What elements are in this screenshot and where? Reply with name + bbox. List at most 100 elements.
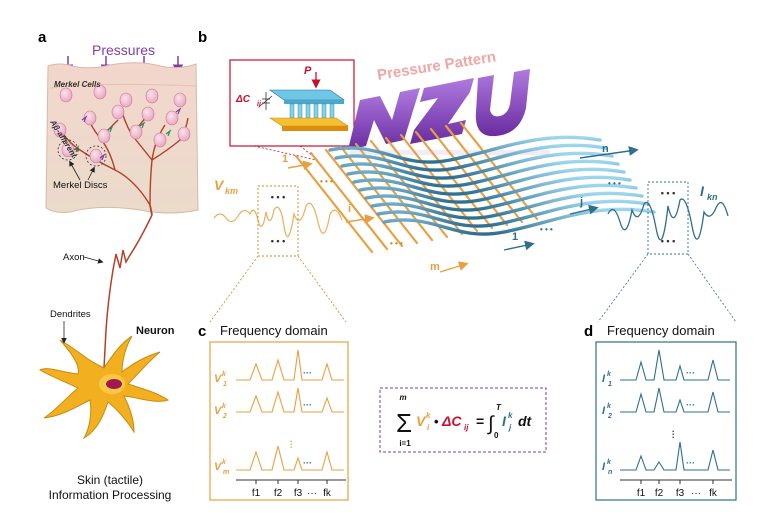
svg-text:k: k (607, 403, 612, 410)
index-1-output: 1 (512, 231, 518, 243)
svg-text:···: ··· (307, 488, 317, 499)
merkel-cells (53, 84, 191, 164)
svg-text:V: V (416, 413, 427, 429)
sensor-unit (269, 89, 349, 131)
svg-text:I: I (602, 405, 606, 417)
neuron-label: Neuron (136, 325, 175, 337)
skin-block (45, 62, 199, 214)
svg-text:m: m (223, 469, 229, 476)
freq-right-row-1: I k 1 ··· (602, 349, 730, 388)
svg-text:i=1: i=1 (399, 439, 411, 448)
freq-left-row-m: V k m ··· (214, 445, 344, 476)
svg-text:k: k (222, 403, 227, 410)
output-waveform (607, 198, 729, 241)
svg-text:• • •: • • • (390, 239, 403, 248)
index-n-output: n (602, 143, 609, 155)
svg-text:k: k (607, 459, 612, 466)
svg-text:• • •: • • • (320, 177, 333, 186)
merkel-discs-label: Merkel Discs (53, 180, 108, 191)
svg-text:m: m (399, 393, 406, 402)
svg-text:k: k (222, 371, 227, 378)
svg-text:···: ··· (286, 440, 296, 449)
panel-a: a Pressures (38, 29, 199, 502)
svg-text:k: k (426, 411, 431, 420)
dendrites-label: Dendrites (50, 309, 91, 320)
capacitor-icon (259, 92, 273, 110)
svg-text:f2: f2 (274, 488, 283, 499)
svg-text:f2: f2 (655, 488, 664, 499)
freq-right-box (595, 341, 737, 501)
panel-label-c: c (198, 323, 206, 340)
index-i-input: i (348, 203, 351, 215)
svg-text:f3: f3 (294, 488, 303, 499)
index-1-input: 1 (282, 153, 288, 165)
freq-right-row-n: I k n ··· (602, 441, 730, 476)
panel-label-d: d (584, 323, 593, 340)
pressure-p-label: P (304, 65, 312, 77)
svg-text:• • •: • • • (540, 225, 553, 234)
svg-text:ij: ij (464, 423, 469, 432)
svg-text:• • •: • • • (608, 179, 621, 188)
svg-text:i: i (427, 423, 430, 432)
svg-text:V: V (214, 373, 223, 385)
svg-text:···: ··· (686, 368, 695, 378)
i-kn-label: I (700, 183, 705, 199)
freq-right-title: Frequency domain (607, 323, 715, 338)
svg-text:k: k (222, 459, 227, 466)
caption-line1: Skin (tactile) (77, 473, 143, 487)
axon (103, 214, 153, 369)
v-km-subscript: km (225, 186, 238, 196)
svg-text:···: ··· (303, 458, 312, 468)
panel-d: d Frequency domain I k 1 ··· I k 2 ··· ·… (584, 323, 737, 501)
svg-text:dt: dt (518, 413, 533, 429)
merkel-cells-label: Merkel Cells (54, 80, 101, 89)
svg-text:fk: fk (709, 488, 718, 499)
sum-symbol: Σ (396, 408, 412, 438)
panel-c: c Frequency domain V k 1 ··· V k 2 ··· ·… (198, 323, 349, 501)
svg-text:f1: f1 (252, 488, 261, 499)
svg-text:I: I (502, 413, 507, 429)
svg-text:• • •: • • • (271, 236, 285, 246)
svg-text:k: k (607, 371, 612, 378)
input-zoom-box (257, 185, 299, 257)
svg-text:0: 0 (494, 431, 499, 440)
svg-text:fk: fk (323, 488, 332, 499)
output-zoom-box (647, 181, 689, 255)
svg-text:n: n (608, 469, 612, 476)
svg-text:···: ··· (686, 400, 695, 410)
svg-text:I: I (602, 461, 606, 473)
svg-text:f1: f1 (637, 488, 646, 499)
svg-text:=: = (476, 413, 484, 429)
i-kn-subscript: kn (707, 192, 718, 202)
svg-text:···: ··· (303, 368, 312, 378)
equation-box: Σ m i=1 V k i • ΔC ij = ∫ T 0 I k j dt (379, 387, 547, 453)
svg-text:• • •: • • • (271, 192, 285, 202)
svg-text:···: ··· (668, 430, 678, 439)
freq-left-title: Frequency domain (220, 323, 328, 338)
svg-text:···: ··· (691, 488, 701, 499)
nucleus (106, 379, 122, 389)
delta-c-subscript: ij (257, 101, 262, 108)
svg-text:1: 1 (223, 381, 227, 388)
svg-text:• • •: • • • (661, 236, 675, 246)
index-m-input: m (430, 261, 440, 273)
freq-left-row-1: V k 1 ··· (214, 349, 344, 388)
svg-text:• • •: • • • (661, 188, 675, 198)
svg-text:2: 2 (607, 413, 612, 420)
axon-label: Axon (63, 252, 85, 263)
freq-left-ticks: f1 f2 f3 ··· fk (252, 480, 332, 499)
svg-text:•: • (434, 414, 439, 429)
pressures-label: Pressures (92, 42, 155, 58)
panel-label-b: b (198, 29, 207, 46)
panel-b: b P ΔC ij Pressure Pattern (198, 29, 729, 273)
delta-c-label: ΔC (235, 94, 251, 105)
integral-symbol: ∫ (487, 413, 495, 435)
zoom-lines (209, 253, 737, 323)
freq-right-ticks: f1 f2 f3 ··· fk (637, 480, 718, 499)
svg-text:I: I (602, 373, 606, 385)
svg-text:2: 2 (222, 413, 227, 420)
index-j-output: j (579, 196, 583, 208)
svg-text:···: ··· (686, 458, 695, 468)
svg-text:···: ··· (303, 400, 312, 410)
